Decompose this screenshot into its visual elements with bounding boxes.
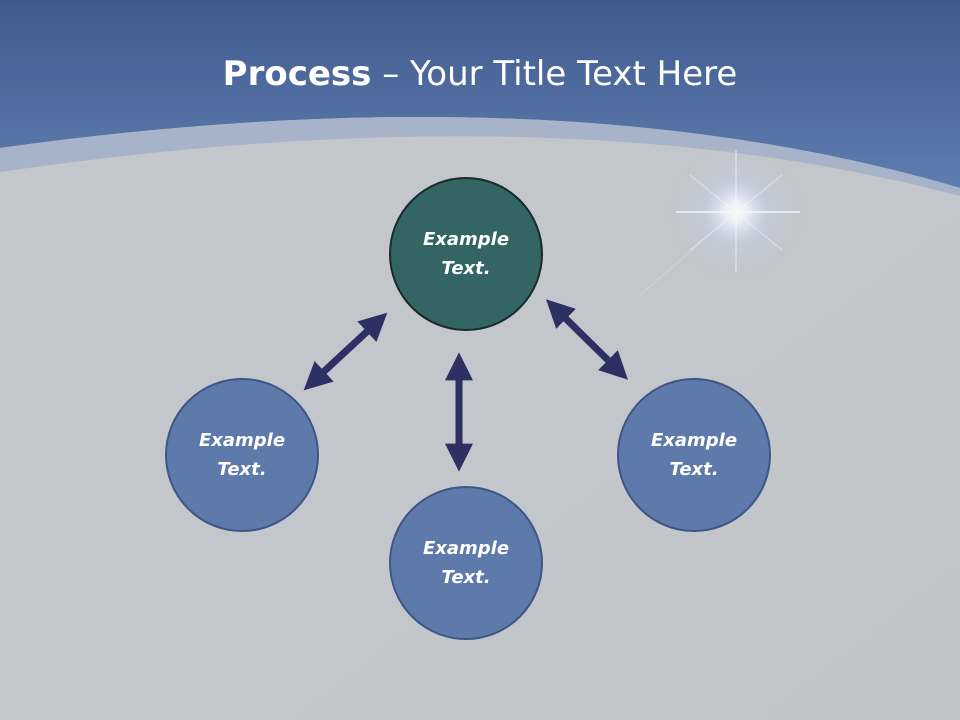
node-right-text: Example Text. — [650, 430, 738, 480]
arrow-top-right — [546, 299, 628, 380]
slide-title: Process – Your Title Text Here — [0, 52, 960, 96]
title-rest: Your Title Text Here — [410, 54, 738, 94]
node-bottom: Example Text. — [389, 486, 543, 640]
title-bold-part: Process — [222, 54, 372, 94]
node-top: Example Text. — [389, 177, 543, 331]
header-arc — [0, 116, 960, 196]
node-left-text: Example Text. — [198, 430, 286, 480]
header-band — [0, 0, 960, 188]
node-left: Example Text. — [165, 378, 319, 532]
node-bottom-text: Example Text. — [422, 538, 510, 588]
sun-flare-icon — [639, 142, 806, 296]
arrow-top-left — [303, 312, 388, 391]
node-right: Example Text. — [617, 378, 771, 532]
node-top-text: Example Text. — [422, 229, 510, 279]
title-separator: – — [371, 54, 411, 94]
